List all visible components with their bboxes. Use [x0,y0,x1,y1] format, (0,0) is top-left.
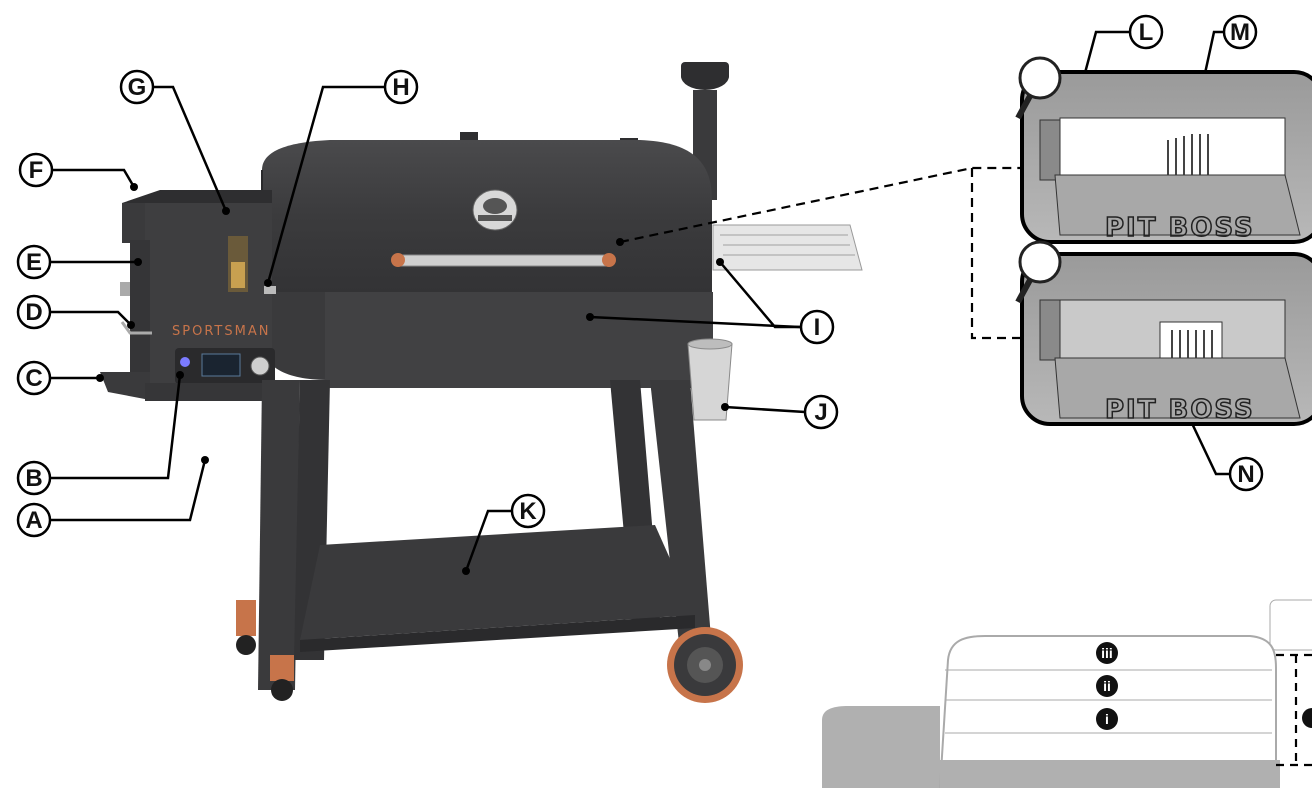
caster-left-front [270,655,294,681]
wheel [667,627,743,703]
callout-K: K [510,493,546,529]
caster-wheel-front [271,679,293,701]
inset-bottom: PIT BOSS [1015,240,1312,426]
rack-diagram [822,599,1312,788]
inset-bottom-brand: PIT BOSS [1105,395,1255,425]
rack-label-iii: iii [1101,645,1113,661]
callout-label: J [814,399,827,426]
callout-M: M [1222,14,1258,50]
callout-label: A [25,507,42,534]
callout-N: N [1228,456,1264,492]
bucket-rim [687,338,733,350]
callout-E: E [16,244,52,280]
caster-left-back [236,600,256,636]
inset-top: PIT BOSS [1015,56,1312,244]
callout-G: G [119,69,155,105]
side-shelf [712,224,863,271]
hopper-base [145,383,272,401]
chimney-cap-top [681,62,729,80]
callout-label: C [25,365,42,392]
callout-label: E [26,249,42,276]
hopper-cleanout [120,282,130,296]
callout-I: I [799,309,835,345]
caster-wheel-back [236,635,256,655]
grill: SPORTSMAN [100,62,863,703]
magnifier-handle [1015,94,1033,120]
callout-label: D [25,299,42,326]
rack-label-i: i [1105,711,1109,727]
bottom-shelf-edge [300,615,695,652]
leg-front-right [650,380,712,652]
callout-J: J [803,394,839,430]
lid-handle [391,254,615,267]
bottom-shelf [300,525,695,640]
logo-badge [472,189,518,231]
callout-C: C [16,360,52,396]
callout-label: L [1139,19,1154,46]
magnifier-handle [1015,278,1033,304]
inset-top-brand: PIT BOSS [1105,213,1255,243]
probe-port [264,286,276,294]
handle-cap-right [602,253,616,267]
hopper-handle [120,321,152,335]
callout-B: B [16,460,52,496]
front-shelf [100,372,150,400]
callout-label: M [1230,19,1250,46]
brand-label: SPORTSMAN [172,324,270,339]
control-knob [250,356,270,376]
callout-D: D [16,294,52,330]
callout-label: B [25,465,42,492]
inset-link [619,166,1022,340]
callout-label: K [519,498,537,525]
rack-badge-i [1096,708,1118,730]
rack-label-ii: ii [1103,678,1111,694]
callout-label: N [1237,461,1254,488]
rack-labels: iii ii i [1096,642,1118,730]
magnifier-icon [1018,240,1062,284]
callout-L: L [1128,14,1164,50]
rack-badge-iii [1096,642,1118,664]
callout-label: H [392,74,409,101]
hopper: SPORTSMAN [100,190,276,401]
callout-F: F [18,152,54,188]
callout-A: A [16,502,52,538]
leg-front-left [258,380,300,690]
front-panel [325,292,713,388]
callout-label: I [814,314,821,341]
power-button [180,357,190,367]
callout-H: H [383,69,419,105]
display-screen [201,353,241,377]
callout-label: F [29,157,44,184]
callout-badges: F G H E D C B A I J K L M N [16,14,1264,538]
handle-cap-left [391,253,405,267]
magnifier-icon [1018,56,1062,100]
callout-label: G [128,74,147,101]
rack-badge-ii [1096,675,1118,697]
